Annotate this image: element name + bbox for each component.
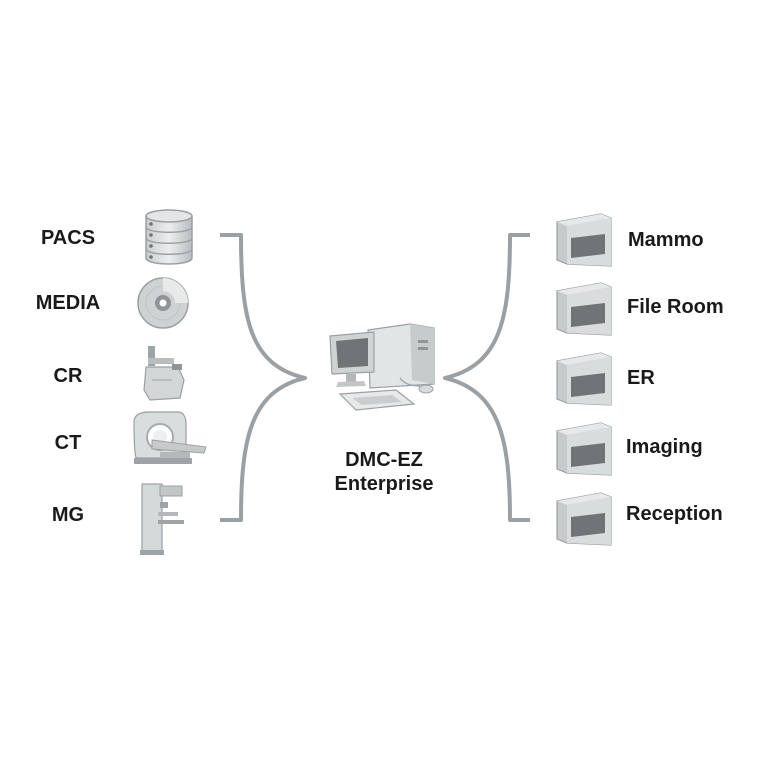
center-label-line1: DMC-EZ (345, 449, 423, 471)
printer-icon (556, 213, 612, 267)
ct-scanner-icon (133, 411, 207, 464)
center-label: DMC-EZ Enterprise (335, 448, 434, 496)
source-label-ct: CT (54, 432, 82, 454)
source-label-media: MEDIA (35, 292, 101, 314)
destination-label-er: ER (627, 367, 655, 389)
destination-label-file-room: File Room (627, 296, 724, 318)
destination-label-reception: Reception (626, 503, 723, 525)
destination-label-mammo: Mammo (628, 229, 704, 251)
center-label-line2: Enterprise (334, 473, 434, 495)
source-label-mg: MG (51, 504, 85, 526)
printer-icon (556, 422, 612, 476)
source-label-cr: CR (53, 365, 83, 387)
printer-icon (556, 282, 612, 336)
printer-icon (556, 352, 612, 406)
right-connector-bracket (443, 233, 530, 522)
mammography-unit-icon (140, 483, 184, 555)
destination-label-imaging: Imaging (626, 436, 703, 458)
left-connector-bracket (220, 233, 307, 522)
workstation-icon (329, 323, 435, 411)
source-label-pacs: PACS (40, 227, 96, 249)
printer-icon (556, 492, 612, 546)
cr-reader-icon (143, 346, 185, 401)
database-icon (145, 209, 193, 265)
disc-icon (137, 277, 189, 329)
